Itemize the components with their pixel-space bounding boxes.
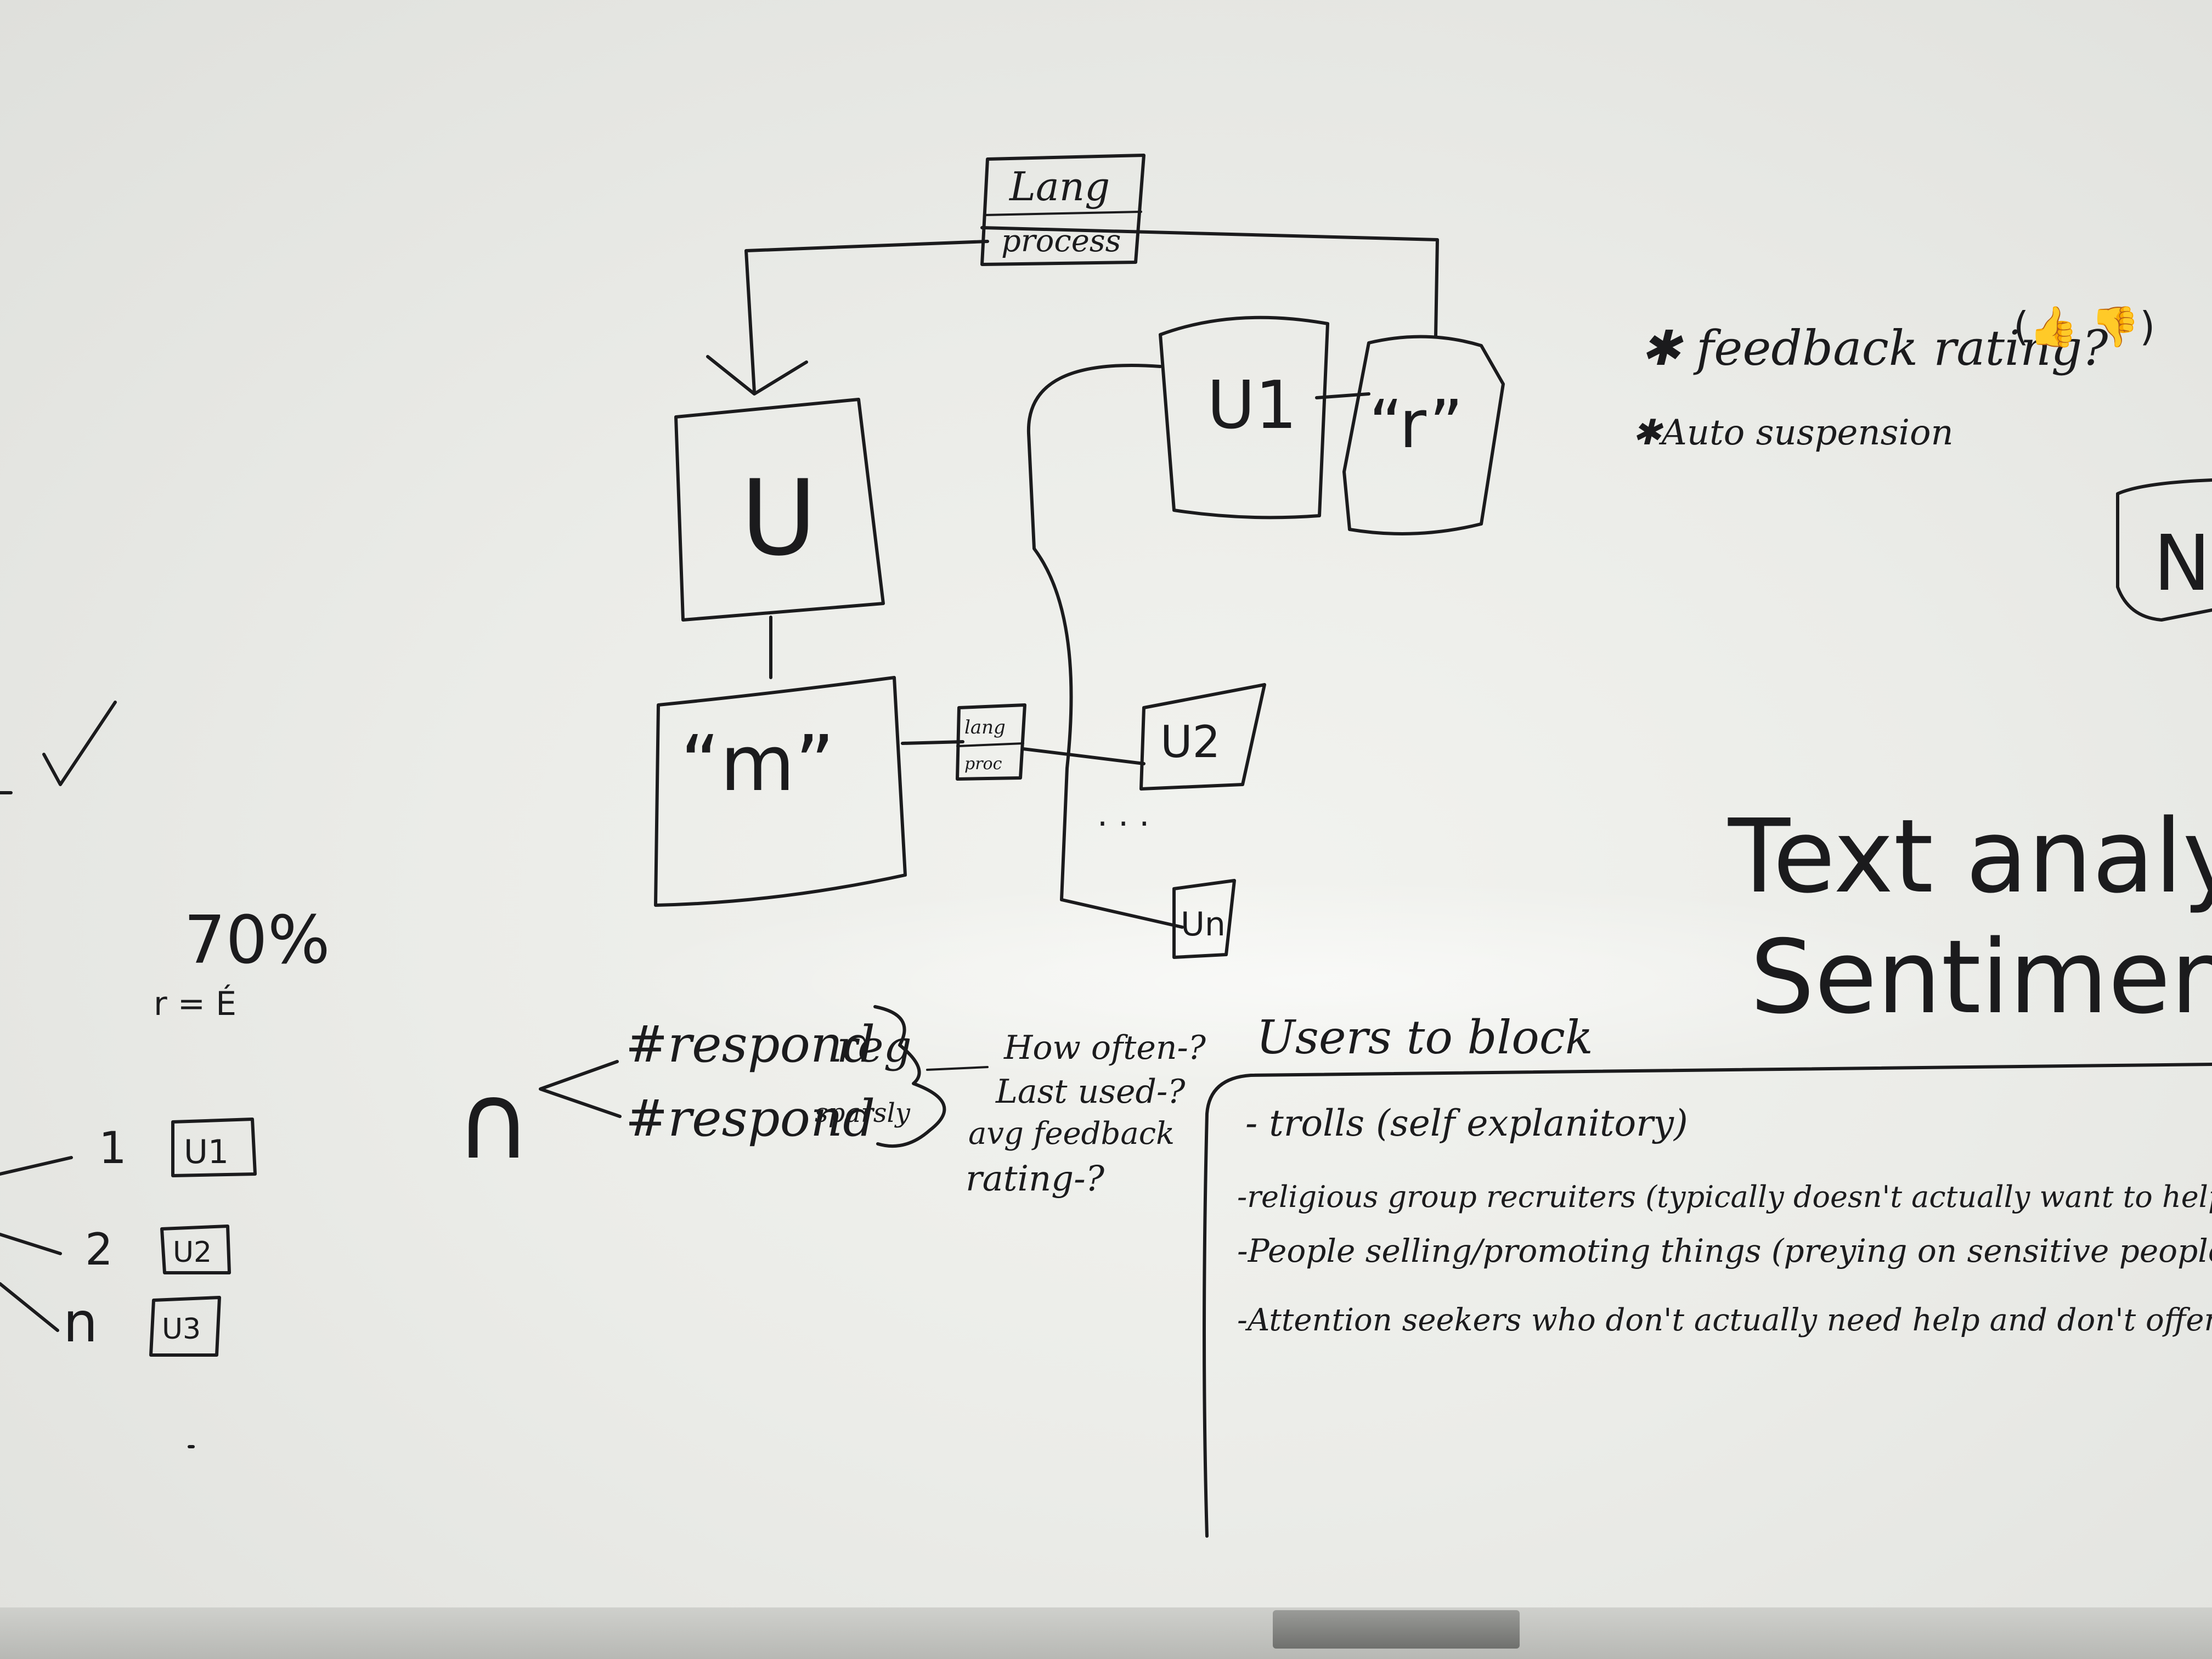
users-to-block-frame [1203,1063,2212,1538]
auto-suspension-note: ✱Auto suspension [1632,413,1954,453]
marker-tray [0,1607,2212,1659]
node-u2-label: U2 [1160,716,1220,768]
node-u-label: U [741,458,817,579]
node-u1-label: U1 [1207,368,1297,444]
sentiment-line: Sentiment a [1750,918,2212,1036]
feedback-rating-icons: (👍 👎) [2013,303,2155,349]
partial-n-box [2116,478,2212,622]
row-1-label: U1 [184,1133,229,1171]
respond-sparsly-tail: sparsly [815,1098,911,1128]
row-1-box [171,1118,257,1177]
block-item-religious: -religious group recruiters (typically d… [1237,1180,2212,1214]
row-1-number: 1 [99,1122,127,1173]
question-how-often: How often-? [1003,1029,1206,1067]
left-branch-lines [0,1156,73,1332]
row-2-box [160,1224,231,1274]
respond-sparsly-main: #respond [625,1089,875,1148]
block-item-attention: -Attention seekers who don't actually ne… [1237,1302,2212,1338]
node-un-box [1172,879,1236,959]
lang-process-top-line1: Lang [1008,163,1110,210]
question-rating: rating-? [966,1159,1105,1199]
branch-symbol: ∩ [455,1061,532,1182]
arrow-head-down [706,355,808,396]
branch-brace [873,1005,946,1148]
m-to-proc-connector [901,740,964,745]
diagram-ellipsis: . . . [1097,795,1149,834]
row-n-box [149,1296,221,1357]
lang-process-small-line1: lang [964,716,1006,738]
light-glare [603,878,2030,1086]
row-2-label: U2 [173,1236,212,1269]
percent-value: 70% [184,902,330,979]
users-to-block-title: Users to block [1256,1011,1593,1064]
top-connector [744,226,1439,394]
node-r-label: “r” [1369,387,1463,463]
brace-pointer [926,1066,989,1071]
lang-process-small-box [956,703,1026,781]
lang-process-top-divider [984,211,1142,216]
users-to-block-section: Users to block - trolls (self explanitor… [1203,1011,2212,1538]
flow-diagram: Lang process U “m” lang proc U1 “r” [654,154,1505,959]
lang-process-small-line2: proc [964,754,1002,774]
text-analysis-line: Text analys [1728,797,2212,916]
node-r-box [1342,335,1505,535]
node-m-label: “m” [680,719,834,809]
lang-process-small-divider [956,742,1024,747]
respond-reg-main: #respond [625,1015,875,1074]
row-n-label: U3 [162,1313,201,1346]
r-equation: r = É [154,984,236,1023]
question-avg-feedback: avg feedback [968,1116,1175,1152]
branch-arrows [539,1060,622,1118]
row-n-number: n [63,1290,98,1355]
text-analysis-notes: Text analys Sentiment a [1728,797,2212,1036]
node-m-box [654,676,907,907]
node-u1-box [1159,315,1329,520]
user-bus-line [1026,363,1184,929]
checkmark [42,701,117,786]
partial-n-label: N [2153,519,2211,608]
node-u2-box [1139,683,1266,791]
branch-notes: ∩ #respond reg #respond sparsly How ofte… [455,1005,1206,1199]
left-notes: 70% r = É 1 U1 2 U2 n U3 [0,701,330,1448]
eraser [1273,1610,1520,1649]
question-last-used: Last used-? [995,1073,1186,1111]
node-u-box [674,398,885,622]
proc-to-u2-connector [1022,747,1146,765]
block-item-trolls: - trolls (self explanitory) [1245,1102,1688,1144]
row-2-number: 2 [85,1224,113,1275]
feature-notes: ✱ feedback rating? (👍 👎) ✱Auto suspensio… [1632,303,2212,622]
node-un-label: Un [1181,905,1226,944]
block-item-selling: -People selling/promoting things (preyin… [1237,1232,2212,1269]
feedback-rating-note: ✱ feedback rating? [1640,320,2108,376]
